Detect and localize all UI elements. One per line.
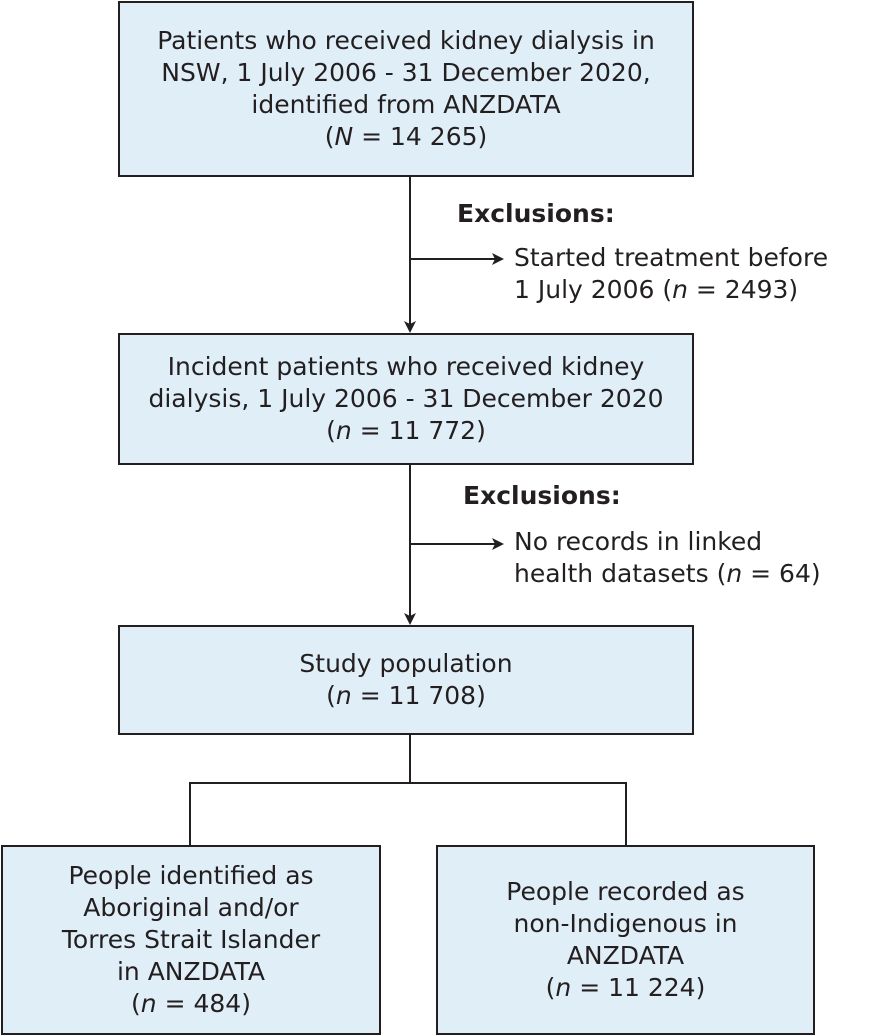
exclusion-2-prefix: health datasets ( <box>514 559 727 588</box>
non-indigenous-count-letter: n <box>555 973 572 1002</box>
study-count: (n = 11 708) <box>326 681 486 710</box>
exclusion-1-line-2: 1 July 2006 (n = 2493) <box>514 275 799 304</box>
incident-line-1: Incident patients who received kidney <box>167 352 645 381</box>
exclusion-2-line-2: health datasets (n = 64) <box>514 559 821 588</box>
study-count-value: 11 708 <box>388 681 477 710</box>
source-count-letter: N <box>334 122 354 151</box>
exclusion-2-value: 64 <box>779 559 811 588</box>
exclusion-1-line-1: Started treatment before <box>514 243 829 272</box>
aboriginal-count-value: 484 <box>193 989 242 1018</box>
aboriginal-count: (n = 484) <box>131 989 251 1018</box>
non-indigenous-line-3: ANZDATA <box>566 941 685 970</box>
incident-patients-box: Incident patients who received kidney di… <box>118 333 694 465</box>
incident-line-2: dialysis, 1 July 2006 - 31 December 2020 <box>148 384 664 413</box>
non-indigenous-box: People recorded as non-Indigenous in ANZ… <box>436 845 815 1035</box>
exclusion-1-text: Started treatment before 1 July 2006 (n … <box>514 242 828 306</box>
exclusions-heading-2: Exclusions: <box>463 481 621 510</box>
study-line-1: Study population <box>299 649 513 678</box>
non-indigenous-count-value: 11 224 <box>608 973 696 1002</box>
source-count-value: 14 265 <box>390 122 478 151</box>
aboriginal-box: People identified as Aboriginal and/or T… <box>1 845 381 1035</box>
study-count-letter: n <box>335 681 352 710</box>
exclusion-1-value: 2493 <box>724 275 789 304</box>
non-indigenous-line-2: non-Indigenous in <box>513 909 738 938</box>
source-count: (N = 14 265) <box>324 122 488 151</box>
source-population-box: Patients who received kidney dialysis in… <box>118 1 694 177</box>
incident-count: (n = 11 772) <box>326 416 486 445</box>
non-indigenous-count: (n = 11 224) <box>545 973 706 1002</box>
incident-count-letter: n <box>335 416 352 445</box>
source-line-2: NSW, 1 July 2006 - 31 December 2020, <box>161 58 651 87</box>
source-line-1: Patients who received kidney dialysis in <box>157 26 655 55</box>
incident-count-value: 11 772 <box>388 416 477 445</box>
non-indigenous-line-1: People recorded as <box>506 877 745 906</box>
aboriginal-count-letter: n <box>140 989 157 1018</box>
aboriginal-line-4: in ANZDATA <box>116 957 266 986</box>
exclusions-heading-1: Exclusions: <box>457 199 615 228</box>
exclusion-2-line-1: No records in linked <box>514 527 763 556</box>
exclusion-1-letter: n <box>672 275 688 304</box>
exclusion-2-letter: n <box>726 559 743 588</box>
study-population-box: Study population (n = 11 708) <box>118 625 694 735</box>
aboriginal-line-3: Torres Strait Islander <box>61 925 321 954</box>
exclusion-2-text: No records in linked health datasets (n … <box>514 526 821 590</box>
exclusion-1-prefix: 1 July 2006 ( <box>514 275 673 304</box>
source-line-3: identified from ANZDATA <box>251 90 561 119</box>
aboriginal-line-1: People identified as <box>68 861 314 890</box>
aboriginal-line-2: Aboriginal and/or <box>83 893 299 922</box>
